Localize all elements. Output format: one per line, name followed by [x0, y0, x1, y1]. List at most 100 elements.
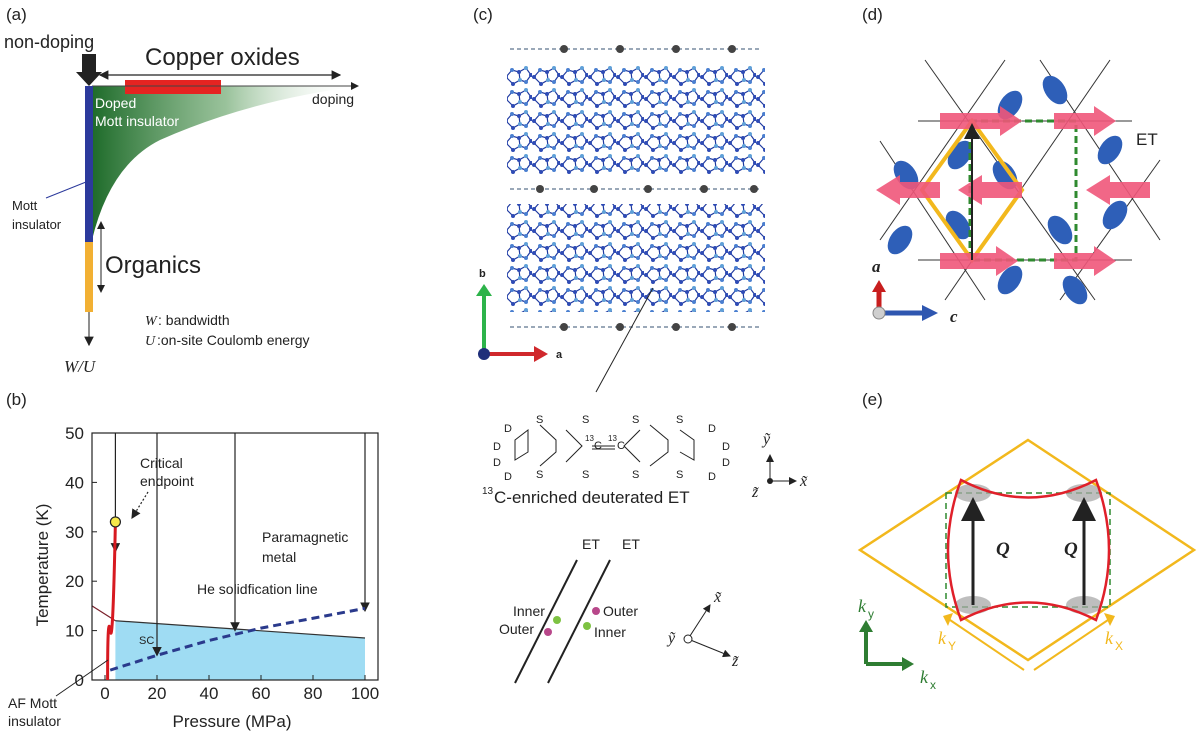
u-def-text: :on-site Coulomb energy: [157, 332, 310, 348]
phase-diagram: 01020304050020406080100: [65, 424, 379, 703]
af-label-1: AF Mott: [8, 695, 57, 711]
panel-c: (c) b a S S: [473, 5, 808, 684]
critical-endpoint-marker: [109, 516, 122, 528]
c13-sup-1: 13: [585, 434, 594, 443]
doping-label: doping: [312, 91, 354, 107]
s-atom-5: S: [632, 414, 639, 426]
inner-site-2: [583, 622, 591, 630]
outer-site-2: [592, 607, 600, 615]
a-axis-label: a: [556, 349, 563, 361]
x-tilde-axis-2: [687, 604, 711, 640]
organics-bar: [85, 242, 93, 312]
y-tick-label: 40: [65, 473, 84, 492]
fermi-surface: [946, 478, 1111, 622]
panel-label-e: (e): [862, 390, 883, 409]
b-axis-dot-d: [872, 306, 886, 320]
s-atom-4: S: [582, 469, 589, 481]
s-atom-1: S: [536, 414, 543, 426]
c13-sup-2: 13: [608, 434, 617, 443]
critical-pointer: [131, 491, 149, 520]
d-atom-6: D: [722, 441, 730, 453]
kx-label: k: [920, 667, 929, 687]
et-molecules: [887, 75, 1128, 305]
d-atom-8: D: [708, 471, 716, 483]
doped-label-2: Mott insulator: [95, 113, 179, 129]
panel-b: (b) 01020304050020406080100 Temperature …: [6, 390, 379, 731]
kX-sub: X: [1115, 639, 1123, 653]
outer-label-2: Outer: [603, 603, 638, 619]
y-tilde-label: ỹ: [761, 431, 771, 448]
d-atom-2: D: [493, 441, 501, 453]
para-label-2: metal: [262, 549, 296, 565]
et-label-2: ET: [622, 536, 640, 552]
panel-label-b: (b): [6, 390, 27, 409]
x-tick-label: 20: [148, 684, 167, 703]
y-axis-label: Temperature (K): [33, 504, 52, 627]
non-doping-label: non-doping: [4, 32, 94, 52]
z-tilde-label: z̃: [751, 484, 759, 501]
et-label-1: ET: [582, 536, 600, 552]
a-axis-label-d: a: [872, 257, 881, 276]
panel-label-d: (d): [862, 5, 883, 24]
kY-sub: Y: [948, 639, 956, 653]
sc-region: [115, 620, 366, 680]
molecule-pointer: [595, 287, 654, 393]
inner-label-2: Inner: [594, 624, 626, 640]
q-label-2: Q: [1064, 539, 1078, 560]
molecule-caption: C-enriched deuterated ET: [494, 488, 690, 507]
s-atom-2: S: [582, 414, 589, 426]
non-doping-arrow: [76, 54, 102, 86]
mott-pointer: [45, 181, 87, 199]
x-tilde-label: x̃: [799, 473, 808, 490]
s-atom-8: S: [676, 469, 683, 481]
kY-arrow: [949, 619, 1025, 671]
panel-e: (e) Q Q k y k x k Y k X: [857, 390, 1197, 692]
organics-label: Organics: [105, 252, 201, 279]
et-molecule: [514, 424, 695, 467]
he-solidification-line: [109, 606, 366, 672]
z-tilde-label-2: z̃: [731, 653, 739, 670]
inner-site-1: [553, 616, 561, 624]
brillouin-zone: [857, 438, 1197, 662]
s-atom-7: S: [632, 469, 639, 481]
b-axis-label: b: [479, 268, 486, 280]
inner-label-1: Inner: [513, 603, 545, 619]
et-layer-top: [507, 64, 765, 174]
copper-oxides-label: Copper oxides: [145, 44, 300, 71]
mott-label-2: insulator: [12, 217, 62, 232]
d-atom-4: D: [504, 471, 512, 483]
ky-label: k: [858, 596, 867, 616]
et-layer-bottom: [507, 204, 765, 312]
y-tick-label: 50: [65, 424, 84, 443]
et-chain-1: [514, 559, 578, 684]
d-atom-1: D: [504, 423, 512, 435]
x-axis-label: Pressure (MPa): [172, 712, 291, 731]
x-tilde-label-2: x̃: [713, 589, 722, 606]
et-chain-2: [547, 559, 611, 684]
y-tick-label: 30: [65, 523, 84, 542]
kX-arrow: [1033, 619, 1109, 671]
mott-label-1: Mott: [12, 198, 38, 213]
af-label-2: insulator: [8, 713, 61, 729]
z-tilde-axis-2: [687, 638, 731, 658]
kx-sub: x: [930, 678, 936, 692]
x-tick-label: 0: [100, 684, 109, 703]
kX-label: k: [1105, 628, 1114, 648]
mott-bar: [85, 86, 93, 242]
y-tick-label: 20: [65, 572, 84, 591]
d-atom-3: D: [493, 457, 501, 469]
cuprate-bar: [125, 80, 221, 94]
c-axis-dot: [478, 348, 490, 360]
q-label-1: Q: [996, 539, 1010, 560]
wu-axis-label: W/U: [64, 357, 97, 376]
d-atom-5: D: [708, 423, 716, 435]
c-atom-2: C: [617, 440, 625, 452]
u-def-sym: U: [145, 334, 156, 349]
x-tick-label: 40: [200, 684, 219, 703]
kY-label: k: [938, 628, 947, 648]
c-atom-1: C: [594, 440, 602, 452]
s-atom-3: S: [536, 469, 543, 481]
af-pointer: [55, 659, 109, 697]
ky-sub: y: [868, 607, 874, 621]
